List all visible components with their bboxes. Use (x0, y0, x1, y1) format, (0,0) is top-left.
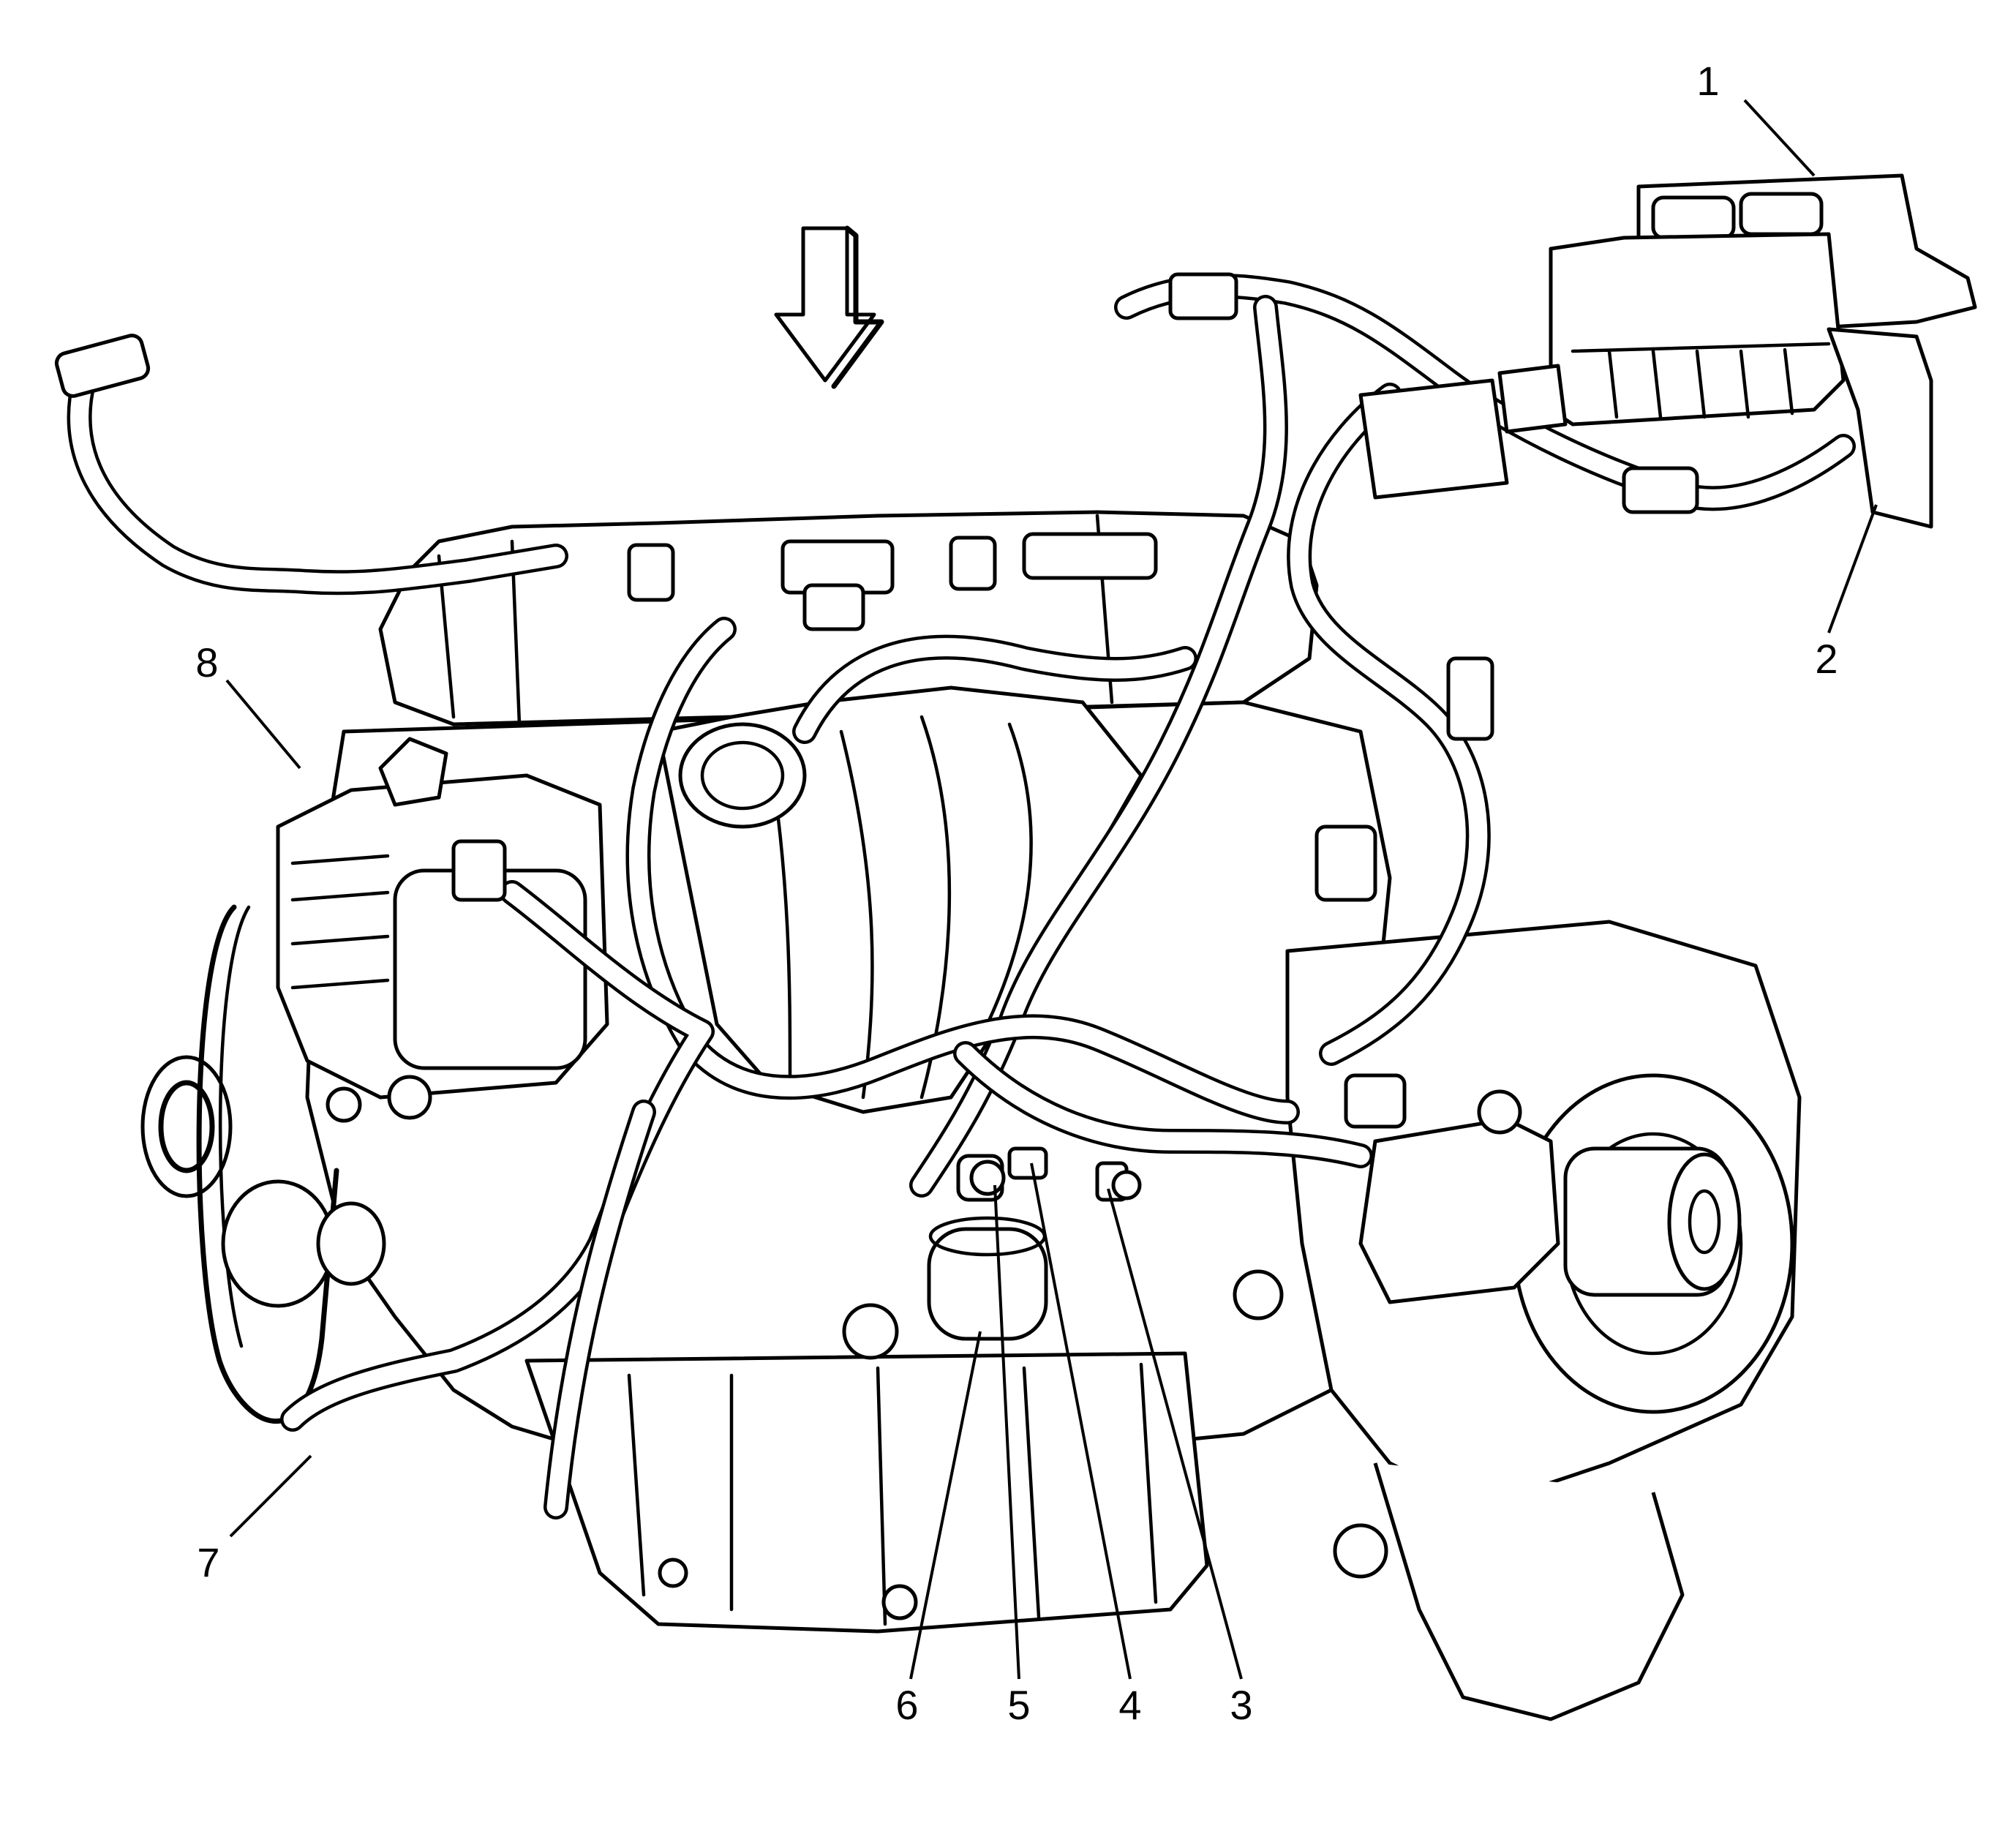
callout-1: 1 (1696, 58, 1719, 104)
callout-leaders (225, 99, 1878, 1680)
callout-5: 5 (1007, 1682, 1030, 1728)
leader-2 (1827, 504, 1878, 634)
callout-3: 3 (1230, 1682, 1252, 1728)
leader-8 (225, 679, 301, 770)
down-arrow-icon (774, 225, 884, 389)
fuse-block (1358, 173, 1977, 529)
leader-7 (229, 1454, 312, 1538)
leader-3 (1107, 1188, 1243, 1680)
callout-4: 4 (1118, 1682, 1141, 1728)
callout-6: 6 (895, 1682, 918, 1728)
callout-2: 2 (1815, 636, 1838, 682)
leader-4 (1030, 1162, 1132, 1680)
leader-6 (909, 1331, 982, 1680)
callout-7: 7 (197, 1539, 219, 1585)
callout-labels: 1 2 3 4 5 6 7 8 (195, 58, 1838, 1728)
callout-8: 8 (195, 639, 218, 685)
leader-1 (1743, 99, 1816, 177)
engine-wiring-harness (67, 274, 1856, 1519)
leader-5 (993, 1184, 1020, 1680)
